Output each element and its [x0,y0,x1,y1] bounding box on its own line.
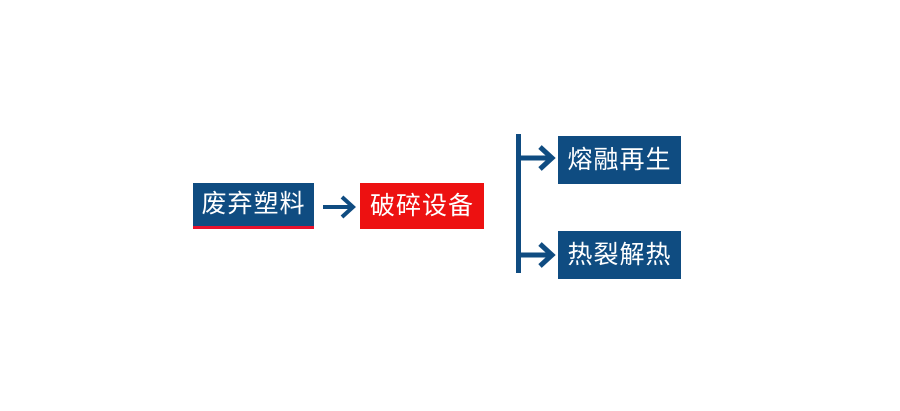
node-outcome-melt-regeneration[interactable]: 熔融再生 [558,136,681,184]
node-process-label: 破碎设备 [369,191,474,220]
node-outcome-label-0: 熔融再生 [567,145,672,174]
node-source-waste-plastic[interactable]: 废弃塑料 [193,183,314,229]
node-outcome-pyrolysis-heat[interactable]: 热裂解热 [558,231,681,279]
node-process-crushing-equipment[interactable]: 破碎设备 [360,183,484,229]
node-source-label: 废弃塑料 [201,190,306,218]
arrow-right-icon [320,190,362,224]
node-outcome-label-1: 热裂解热 [567,240,672,269]
branch-bracket-arrows-icon [505,126,563,281]
